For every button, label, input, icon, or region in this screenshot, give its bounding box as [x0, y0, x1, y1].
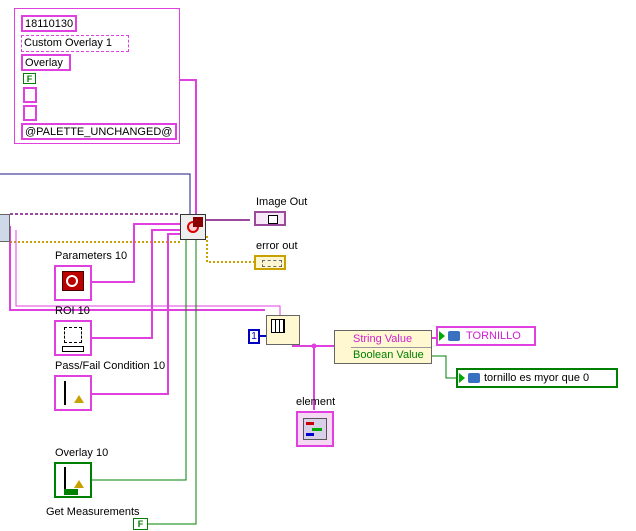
array-icon — [271, 319, 285, 333]
cluster-item-boolean[interactable]: F — [23, 73, 36, 84]
image-out-label: Image Out — [256, 196, 308, 208]
tornillo-mayor-variable[interactable]: tornillo es myor que 0 — [456, 368, 618, 388]
vi-glyph — [193, 217, 203, 227]
image-out-indicator[interactable] — [254, 211, 286, 226]
tornillo-mayor-label: tornillo es myor que 0 — [484, 372, 590, 384]
roi-control[interactable] — [54, 320, 92, 356]
image-icon — [268, 215, 278, 224]
cluster-icon — [262, 260, 282, 267]
cluster-item-empty-1[interactable] — [23, 87, 37, 103]
variable-icon — [468, 373, 480, 383]
element-indicator[interactable] — [296, 411, 334, 447]
roi-icon — [64, 327, 82, 343]
parameters-label: Parameters 10 — [55, 250, 128, 262]
cluster-item-palette[interactable]: @PALETTE_UNCHANGED@ — [21, 123, 177, 140]
arrow-icon — [439, 331, 445, 341]
cluster-constant[interactable]: 18110130 Custom Overlay 1 Overlay F @PAL… — [14, 8, 180, 144]
index-array-node[interactable] — [266, 315, 300, 345]
overlay-control[interactable] — [54, 462, 92, 498]
overlay-label: Overlay 10 — [55, 447, 109, 459]
cluster-item-overlay-name[interactable]: Custom Overlay 1 — [21, 35, 129, 52]
overlay-icon — [64, 467, 80, 489]
get-measurements-label: Get Measurements — [46, 506, 140, 518]
index-constant[interactable]: 1 — [248, 329, 260, 344]
parameters-control[interactable] — [54, 265, 92, 301]
roi-label: ROI 10 — [55, 305, 90, 317]
arrow-icon — [459, 373, 465, 383]
cluster-item-id[interactable]: 18110130 — [21, 15, 77, 32]
cluster-item-overlay[interactable]: Overlay — [21, 54, 71, 71]
string-value-label: String Value — [353, 333, 413, 345]
tornillo-label: TORNILLO — [466, 330, 521, 342]
get-measurements-constant[interactable]: F — [133, 518, 148, 530]
error-out-indicator[interactable] — [254, 255, 286, 270]
pass-fail-label: Pass/Fail Condition 10 — [55, 360, 166, 372]
left-vi-icon[interactable] — [0, 214, 10, 242]
error-out-label: error out — [256, 240, 298, 252]
cluster-item-empty-2[interactable] — [23, 105, 37, 121]
variable-icon — [448, 331, 460, 341]
unbundle-by-name-node[interactable]: String Value Boolean Value — [334, 330, 432, 364]
tornillo-variable[interactable]: TORNILLO — [436, 326, 536, 346]
boolean-value-label: Boolean Value — [353, 349, 424, 361]
pass-fail-control[interactable] — [54, 375, 92, 411]
vision-vi-node[interactable] — [180, 214, 206, 240]
element-label: element — [296, 396, 336, 408]
pass-fail-icon — [64, 381, 80, 405]
